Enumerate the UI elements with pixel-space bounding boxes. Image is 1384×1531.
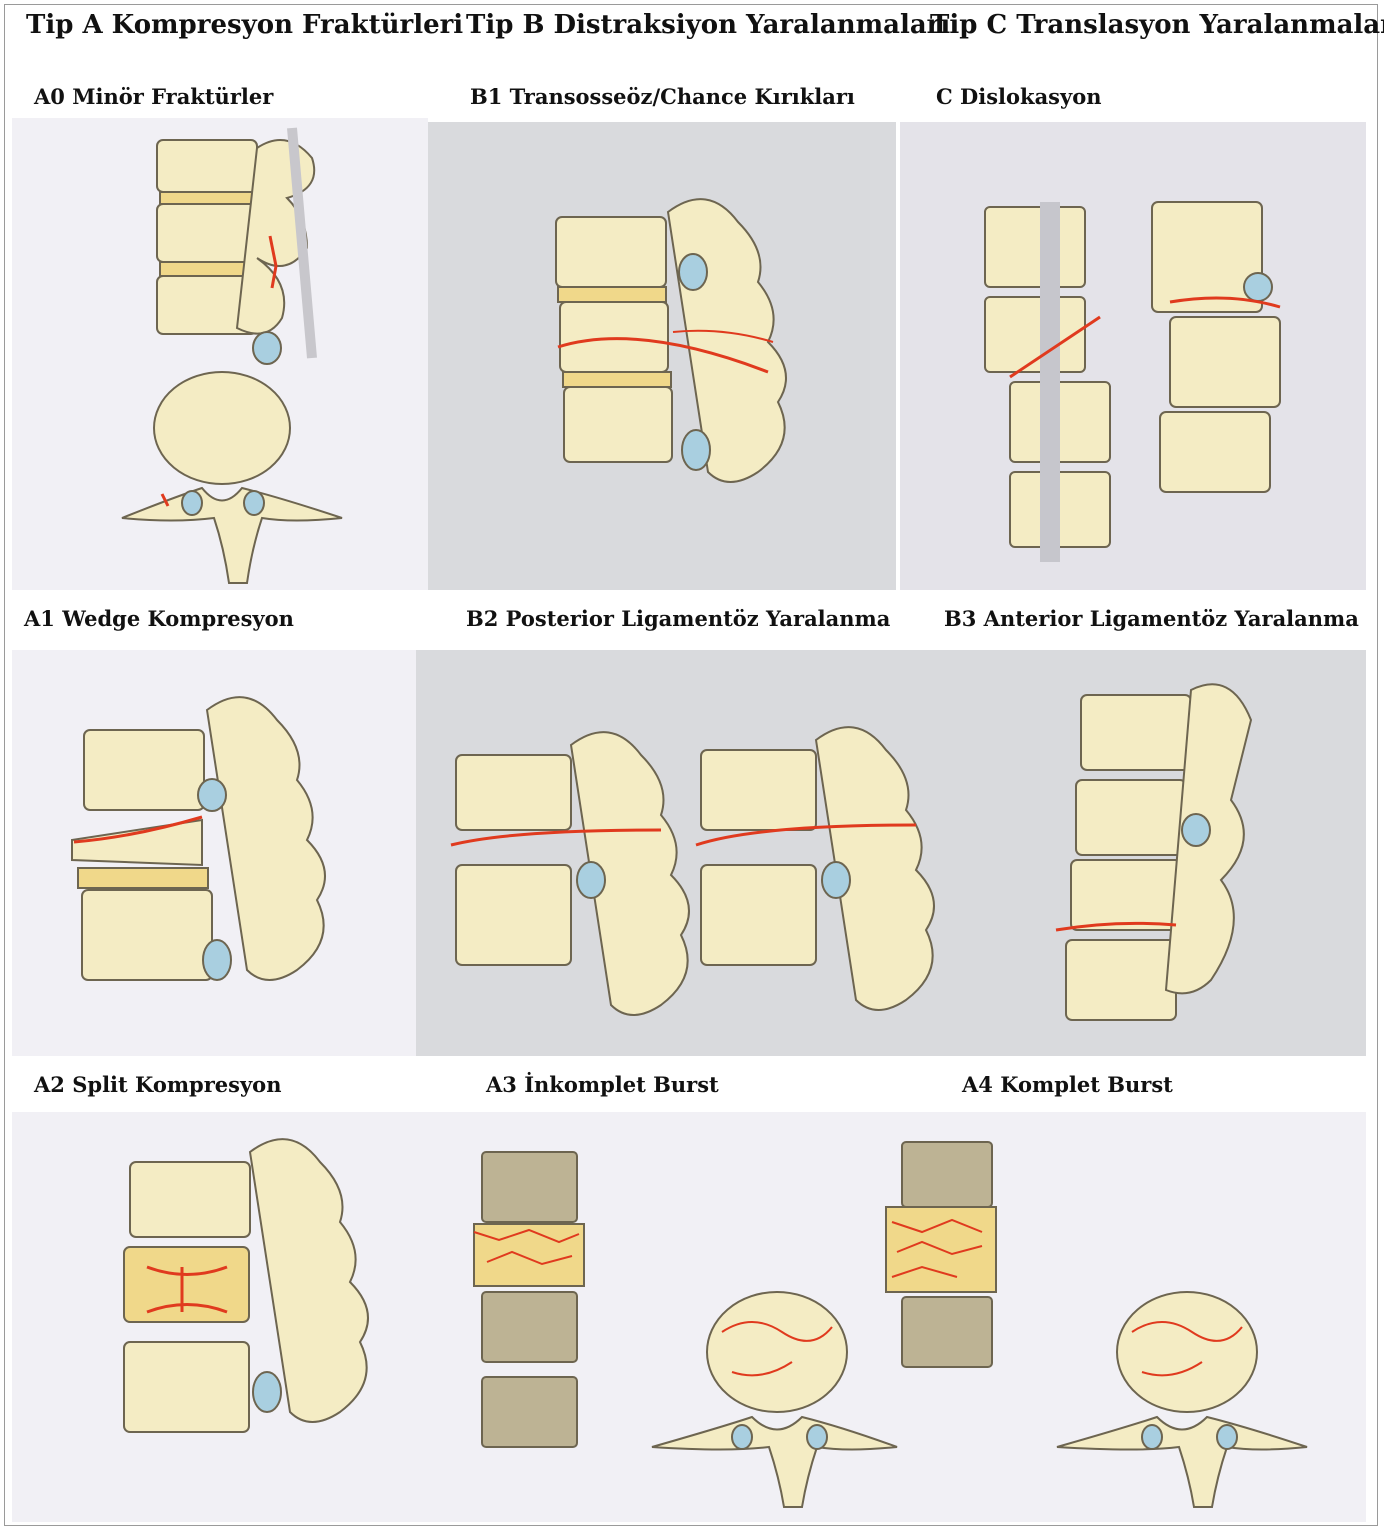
label-c: C Dislokasyon xyxy=(936,84,1101,109)
label-b3: B3 Anterior Ligamentöz Yaralanma xyxy=(944,606,1359,631)
header-type-c: Tip C Translasyon Yaralanmaları xyxy=(930,10,1384,40)
label-b1: B1 Transosseöz/Chance Kırıkları xyxy=(470,84,855,109)
panel-b1-illustration xyxy=(428,122,896,590)
header-type-b: Tip B Distraksiyon Yaralanmaları xyxy=(466,10,950,40)
label-a4: A4 Komplet Burst xyxy=(962,1072,1173,1097)
header-type-a: Tip A Kompresyon Fraktürleri xyxy=(26,10,463,40)
panel-a2-a3-a4-illustration xyxy=(12,1112,1366,1522)
label-b2: B2 Posterior Ligamentöz Yaralanma xyxy=(466,606,890,631)
panel-c-illustration xyxy=(900,122,1366,590)
label-a0: A0 Minör Fraktürler xyxy=(34,84,273,109)
label-a2: A2 Split Kompresyon xyxy=(34,1072,281,1097)
panel-a0-illustration xyxy=(12,118,428,590)
label-a1: A1 Wedge Kompresyon xyxy=(24,606,294,631)
label-a3: A3 İnkomplet Burst xyxy=(486,1072,719,1097)
axial-vertebra-drawing xyxy=(122,372,342,583)
panel-a1-illustration xyxy=(12,650,416,1056)
panel-b2-b3-illustration xyxy=(416,650,1366,1056)
lateral-spine-drawing xyxy=(157,140,314,364)
